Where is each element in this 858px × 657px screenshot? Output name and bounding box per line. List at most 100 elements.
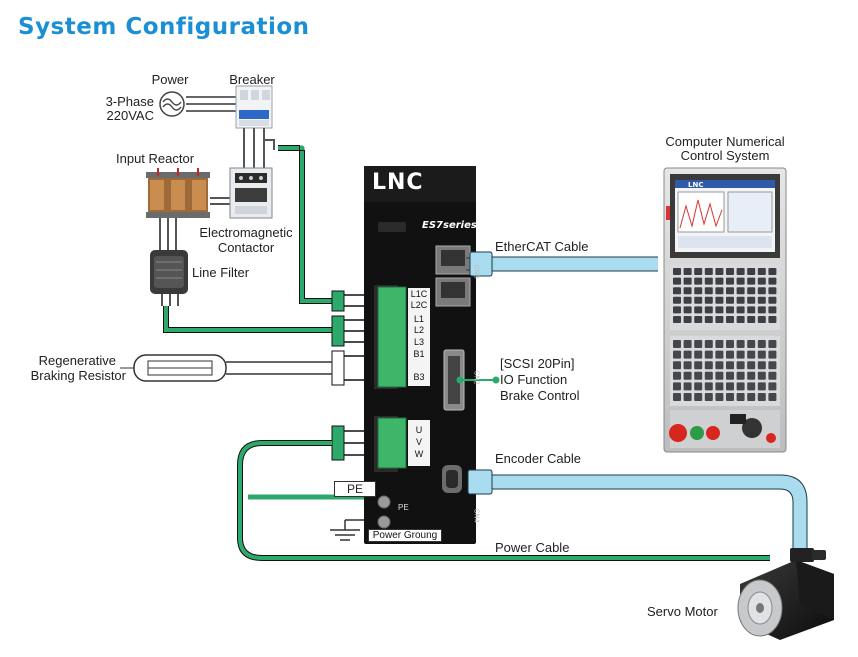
cnc-key <box>747 316 756 323</box>
cnc-key <box>747 277 756 285</box>
contactor-reactor-wires <box>159 197 232 250</box>
cnc-key <box>757 268 766 275</box>
cnc-key <box>694 382 703 391</box>
terminal-label-l2c: L2C <box>410 300 428 310</box>
terminal-label-l1: L1 <box>413 314 424 324</box>
cnc-key <box>683 287 692 295</box>
cnc-key <box>757 316 766 323</box>
cnc-key <box>704 350 713 359</box>
label-input-reactor: Input Reactor <box>116 151 195 166</box>
cnc-key <box>768 287 777 295</box>
cnc-key <box>683 371 692 380</box>
cnc-key <box>704 268 713 275</box>
cnc-key <box>757 350 766 359</box>
terminal-label-l2: L2 <box>413 325 424 335</box>
cnc-key <box>704 306 713 314</box>
label-scsi-20pin: [SCSI 20Pin] <box>500 356 575 371</box>
input-reactor-icon <box>146 168 210 218</box>
cnc-key <box>768 393 777 401</box>
cnc-key <box>736 340 745 348</box>
cnc-key <box>726 268 734 275</box>
cnc-key <box>683 361 692 370</box>
braking-resistor-icon <box>120 354 332 382</box>
cnc-key <box>683 277 692 285</box>
cnc-key <box>726 393 734 401</box>
cnc-key <box>736 268 745 275</box>
cnc-key <box>768 361 777 370</box>
cnc-key <box>757 382 766 391</box>
cnc-key <box>673 296 681 304</box>
label-braking-resistor: Braking Resistor <box>30 368 126 383</box>
cnc-key <box>747 306 756 314</box>
cnc-key <box>726 382 734 391</box>
cnc-key <box>704 296 713 304</box>
drive-series: ES7series <box>422 220 477 231</box>
encoder-cable <box>467 469 808 550</box>
green-cable-outlines <box>163 145 332 333</box>
label-io-function: IO Function <box>500 372 568 387</box>
breaker-icon <box>235 85 273 129</box>
io-pointer <box>456 376 500 384</box>
cnc-key <box>736 287 745 295</box>
cnc-key <box>747 382 756 391</box>
cnc-key <box>768 296 777 304</box>
label-power: Power <box>151 72 189 87</box>
cnc-key <box>715 361 724 370</box>
cnc-key <box>673 316 681 323</box>
cnc-key <box>673 277 681 285</box>
cnc-key <box>747 340 756 348</box>
ac-source-icon <box>159 91 185 117</box>
power-supply-lines <box>186 96 238 112</box>
label-contactor: Contactor <box>217 240 275 255</box>
cnc-key <box>694 371 703 380</box>
terminal-label-v: V <box>415 437 422 447</box>
cnc-key <box>736 350 745 359</box>
cnc-key <box>673 382 681 391</box>
cnc-key <box>736 382 745 391</box>
cnc-key <box>747 350 756 359</box>
cnc-key <box>715 287 724 295</box>
cnc-key <box>715 306 724 314</box>
cnc-key <box>736 361 745 370</box>
cnc-key <box>704 382 713 391</box>
label-ethercat-cable: EtherCAT Cable <box>495 239 589 254</box>
cnc-key <box>673 361 681 370</box>
label-electromagnetic: Electromagnetic <box>199 225 293 240</box>
motor-power-cable <box>237 440 770 561</box>
cnc-key <box>768 306 777 314</box>
green-power-cables <box>163 145 332 333</box>
cnc-key <box>694 306 703 314</box>
label-encoder-cable: Encoder Cable <box>495 451 581 466</box>
drive-cn4-label: CN4 <box>472 508 480 523</box>
cnc-key <box>673 287 681 295</box>
cnc-key <box>747 393 756 401</box>
cnc-key <box>768 268 777 275</box>
servo-drive <box>364 166 476 544</box>
cnc-key <box>736 277 745 285</box>
cnc-key <box>704 316 713 323</box>
cnc-key <box>736 316 745 323</box>
cnc-key <box>673 350 681 359</box>
cnc-key <box>683 393 692 401</box>
cnc-key <box>673 371 681 380</box>
cnc-key <box>736 393 745 401</box>
label-regenerative: Regenerative <box>38 353 116 368</box>
cnc-key <box>757 296 766 304</box>
cnc-key <box>768 316 777 323</box>
cnc-key <box>736 306 745 314</box>
cnc-key <box>683 350 692 359</box>
cnc-key <box>726 316 734 323</box>
cnc-key <box>757 287 766 295</box>
cnc-key <box>757 393 766 401</box>
cnc-key <box>747 361 756 370</box>
cnc-key <box>768 382 777 391</box>
cnc-key <box>715 382 724 391</box>
cnc-key <box>726 306 734 314</box>
cnc-key <box>704 371 713 380</box>
label-breaker: Breaker <box>229 72 275 87</box>
cnc-key <box>768 350 777 359</box>
cnc-key <box>747 371 756 380</box>
cnc-key <box>683 316 692 323</box>
cnc-key <box>704 277 713 285</box>
cnc-key <box>736 296 745 304</box>
